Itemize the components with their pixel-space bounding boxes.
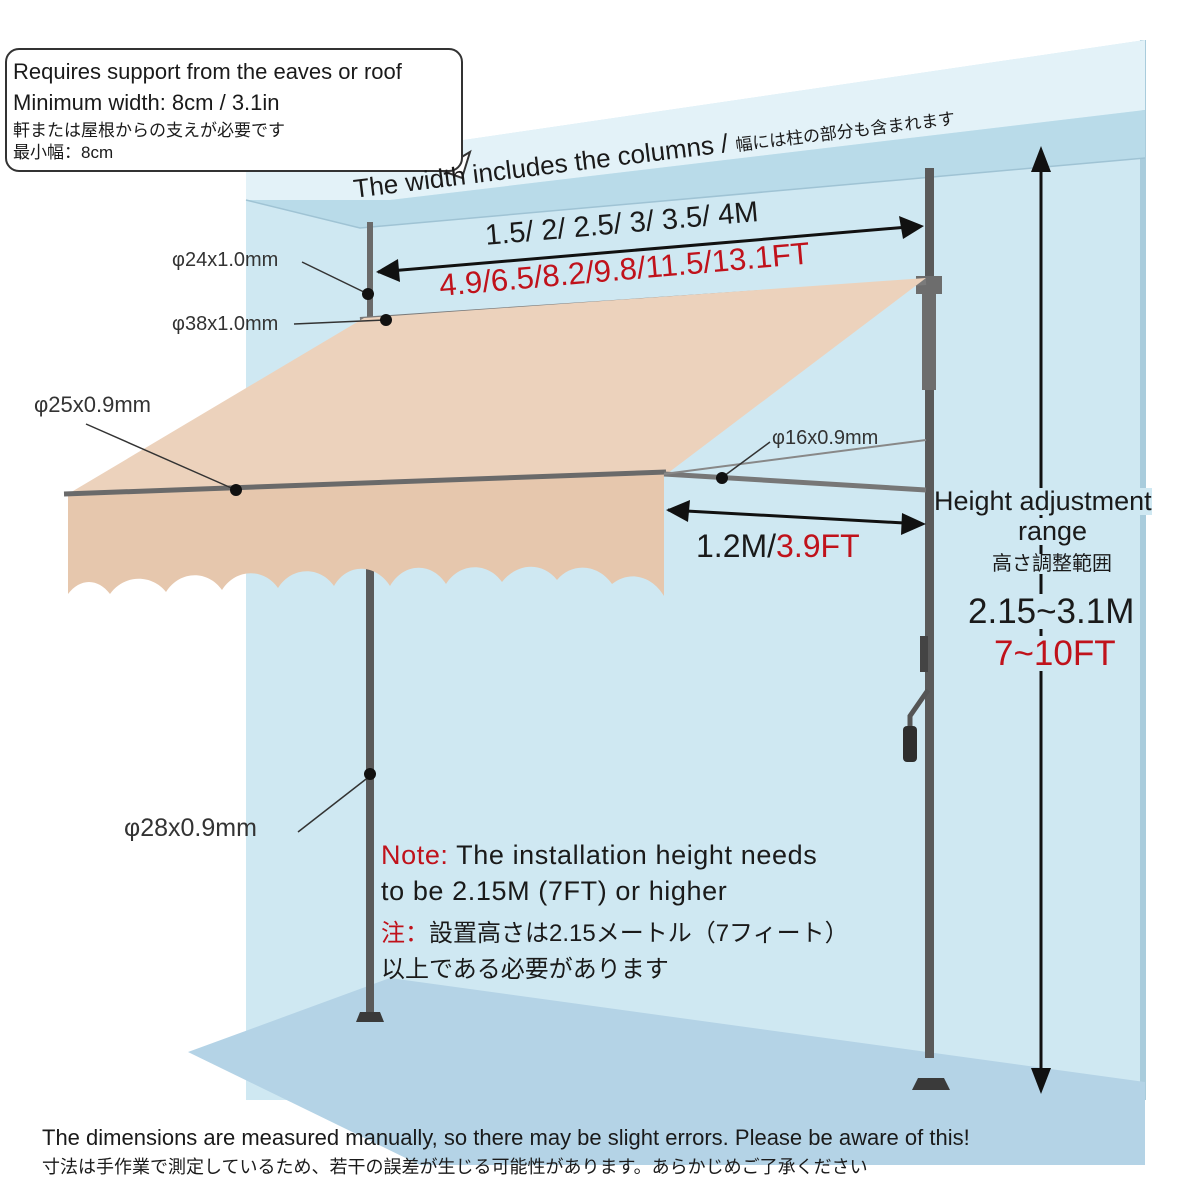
height-imperial: 7~10FT: [994, 634, 1116, 673]
awning-fabric-top: [68, 278, 926, 494]
callout-line-1: Requires support from the eaves or roof: [13, 59, 402, 84]
column-sleeve: [922, 290, 936, 390]
ceiling-top: [246, 40, 1145, 200]
floor: [188, 978, 1145, 1165]
right-column: [925, 168, 934, 1058]
projection-imperial: 3.9FT: [776, 528, 860, 564]
projection-arrow-right-head: [901, 513, 926, 535]
install-note-ja-line-1: 注：設置高さは2.15メートル（7フィート）: [381, 922, 849, 946]
spec-top-post: φ24x1.0mm: [172, 249, 279, 271]
projection-arrow-left-head: [666, 500, 690, 522]
projection-metric: 1.2M/: [696, 528, 777, 564]
spec-column: φ28x0.9mm: [124, 814, 257, 842]
spec-roller-tube: φ38x1.0mm: [172, 313, 279, 335]
dot-column: [364, 768, 376, 780]
height-metric: 2.15~3.1M: [968, 592, 1135, 631]
height-arrow-bottom-head: [1031, 1068, 1051, 1094]
install-note-ja-line-2: 以上である必要があります: [381, 956, 669, 983]
install-note-line-1: Note: The installation height needs: [381, 842, 817, 869]
leader-column: [297, 775, 371, 833]
right-column-foot: [912, 1078, 950, 1090]
left-column: [366, 560, 374, 1020]
install-note-label: Note:: [381, 840, 449, 870]
dot-front-bar: [230, 484, 242, 496]
install-note-text-1: The installation height needs: [448, 840, 818, 870]
height-title-ja: 高さ調整範囲: [992, 553, 1112, 575]
ceiling-front: [246, 110, 1145, 228]
crank-grip: [903, 726, 917, 762]
height-title-line-1: Height adjustment: [934, 486, 1152, 516]
projection-arrow: [667, 508, 923, 526]
install-note-ja-text-1: 設置高さは2.15メートル（7フィート）: [429, 920, 849, 947]
leader-support-arm: [723, 441, 771, 477]
dot-support-arm: [716, 472, 728, 484]
callout-line-2: Minimum width: 8cm / 3.1in: [13, 90, 280, 115]
install-note-line-2: to be 2.15M (7FT) or higher: [381, 876, 728, 906]
footer-disclaimer-ja: 寸法は手作業で測定しているため、若干の誤差が生じる可能性があります。あらかじめご…: [42, 1157, 868, 1177]
eaves-support-callout: Requires support from the eaves or roof …: [5, 48, 463, 172]
spec-support-arm: φ16x0.9mm: [772, 427, 879, 449]
support-brace: [663, 439, 927, 475]
leader-front-bar: [85, 423, 237, 491]
footer-disclaimer-en: The dimensions are measured manually, so…: [42, 1125, 970, 1150]
dot-top-post: [362, 288, 374, 300]
awning-valance: [68, 472, 664, 596]
width-arrow-left-head: [376, 259, 400, 282]
callout-line-4: 最小幅：8cm: [13, 143, 114, 162]
left-top-post: [367, 222, 373, 322]
back-wall: [246, 40, 1145, 1100]
left-column-foot: [356, 1012, 384, 1022]
width-arrow-right-head: [899, 216, 924, 239]
support-arm: [663, 471, 927, 493]
leader-roller-tube: [293, 319, 387, 325]
spec-front-bar: φ25x0.9mm: [34, 392, 151, 417]
leader-top-post: [301, 261, 369, 295]
wall-edge: [1140, 40, 1146, 1100]
ceiling-edge: [245, 157, 1146, 229]
callout-line-3: 軒または屋根からの支えが必要です: [13, 121, 285, 140]
crank-bracket: [920, 636, 928, 672]
front-bar: [63, 469, 667, 497]
height-arrow-top-head: [1031, 146, 1051, 172]
projection-label: 1.2M/3.9FT: [696, 530, 860, 562]
install-note-ja-label: 注：: [381, 920, 429, 947]
height-title-line-2: range: [1018, 516, 1088, 546]
dot-roller-tube: [380, 314, 392, 326]
width-arrow: [377, 224, 921, 274]
